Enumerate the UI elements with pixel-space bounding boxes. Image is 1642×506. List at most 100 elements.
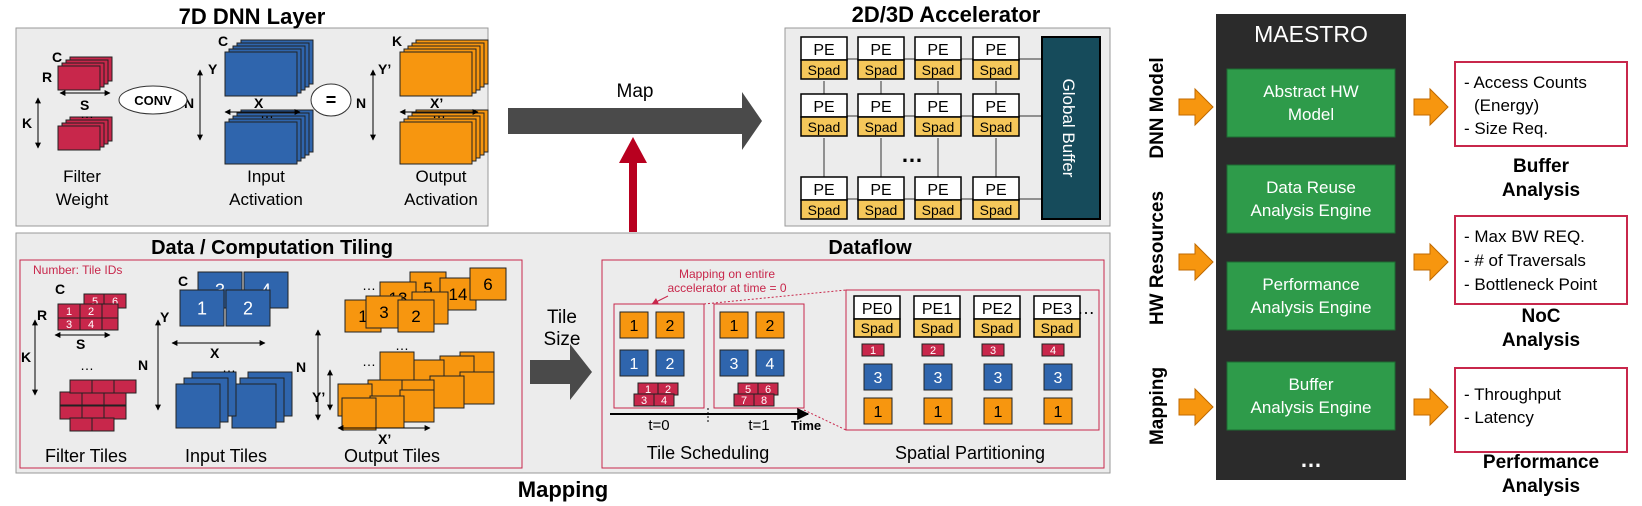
yp-label: Y’ [378,61,391,77]
t1-group [713,303,805,409]
filter-tile-label: 5 [92,296,98,308]
spatial-filter-tile-label: 3 [990,345,996,357]
spad-label: Spad [808,119,841,135]
filter-caption-2: Weight [56,190,109,209]
filter-caption-1: Filter [63,167,101,186]
spad-label: Spad [922,62,955,78]
conv-operator [118,85,188,115]
spatial-filter-tile [1041,343,1065,357]
t0-group [613,303,705,409]
tiling-r-label: R [37,307,47,323]
spatial-filter-tile-label: 4 [1050,345,1056,357]
pe-grid: PESpadPESpadPESpadPESpadPESpadPESpadPESp… [800,36,1042,220]
input-c-label: C [218,33,228,49]
sched-input-tile-label: 1 [630,356,639,373]
engine-label-1: Performance [1262,275,1359,294]
pe-label: PE [870,99,891,116]
mapping-caption: Mapping [518,477,608,502]
pe-label: PE [985,42,1006,59]
output-caption-1: Output [415,167,466,186]
spad-label: Spad [980,62,1013,78]
filter-tile-label: 1 [66,306,72,318]
spad-box [914,199,962,220]
t1-label: t=1 [748,417,769,434]
spatial-filter-tile [861,343,885,357]
dnn-layer-title: 7D DNN Layer [179,4,326,29]
sched-filter-tile [753,393,775,407]
filter-tile-label: 6 [112,296,118,308]
orange-arrow [1178,242,1214,282]
tiling-y-label: Y [160,309,170,325]
dataflow-title: Dataflow [828,237,912,259]
spatial-spad-label: Spad [861,320,894,336]
sched-input-tile [655,349,685,377]
spatial-output-tile [863,397,893,425]
global-buffer-label: Global Buffer [1059,79,1078,178]
output-stack-2-layer [399,121,473,165]
tiling-yp-label: Y’ [312,389,325,405]
filter-tile-lower [113,379,137,394]
tiling-tiles: 56123434125146134132 [57,267,507,432]
spad-label: Spad [980,202,1013,218]
orange-arrow [1413,242,1449,282]
input-stack-1 [224,39,314,97]
sched-filter-tile-label: 8 [761,395,767,407]
filter-tile-lower [81,405,105,420]
filter-tile-lower [103,391,127,406]
spad-box [857,116,905,137]
accelerator-title: 2D/3D Accelerator [852,2,1041,27]
engine-box [1226,164,1396,234]
spad-label: Spad [865,119,898,135]
spad-label: Spad [922,119,955,135]
output-stack-1 [399,39,489,97]
tiling-title: Data / Computation Tiling [151,237,393,259]
spatial-output-tile [923,397,953,425]
buffer-item-1: - Access Counts [1464,73,1587,92]
spad-box [972,116,1020,137]
pe-label: PE [813,42,834,59]
spatial-input-tile-label: 3 [934,370,943,387]
filter-tile-label: 3 [66,319,72,331]
spatial-spad-label: Spad [921,320,954,336]
noc-item-3: - Bottleneck Point [1464,275,1598,294]
spatial-input-tile-label: 3 [874,370,883,387]
spad-box [800,199,848,220]
filter-tile-lower [91,417,115,432]
filter-tile [101,303,119,319]
sched-filter-tile-label: 7 [741,395,747,407]
sched-input-tile [719,349,749,377]
output-stack-1-layer [399,51,473,97]
mapping-note-1: Mapping on entire [679,267,775,281]
r-label: R [42,69,52,85]
equals-operator [310,83,352,117]
sched-input-tile-label: 2 [666,356,675,373]
xp-label: X’ [430,95,443,111]
noc-caption-1: NoC [1521,306,1560,327]
sched-filter-tile-label: 6 [765,384,771,396]
maestro-dots: … [1300,447,1322,472]
spad-box [800,59,848,80]
orange-arrows [1178,87,1449,427]
spatial-filter-tile-label: 2 [930,345,936,357]
orange-arrow [1413,387,1449,427]
input-dnn-model: DNN Model [1147,57,1168,158]
s-label: S [80,97,89,113]
spatial-output-tile [1043,397,1073,425]
input-caption-2: Activation [229,190,303,209]
y-label: Y [208,61,218,77]
spatial-spad-label: Spad [981,320,1014,336]
tiling-s-label: S [76,336,85,352]
noc-analysis-box [1454,215,1628,305]
n-label-output: N [356,95,366,111]
c-label: C [52,49,62,65]
sched-filter-tile-label: 2 [665,384,671,396]
